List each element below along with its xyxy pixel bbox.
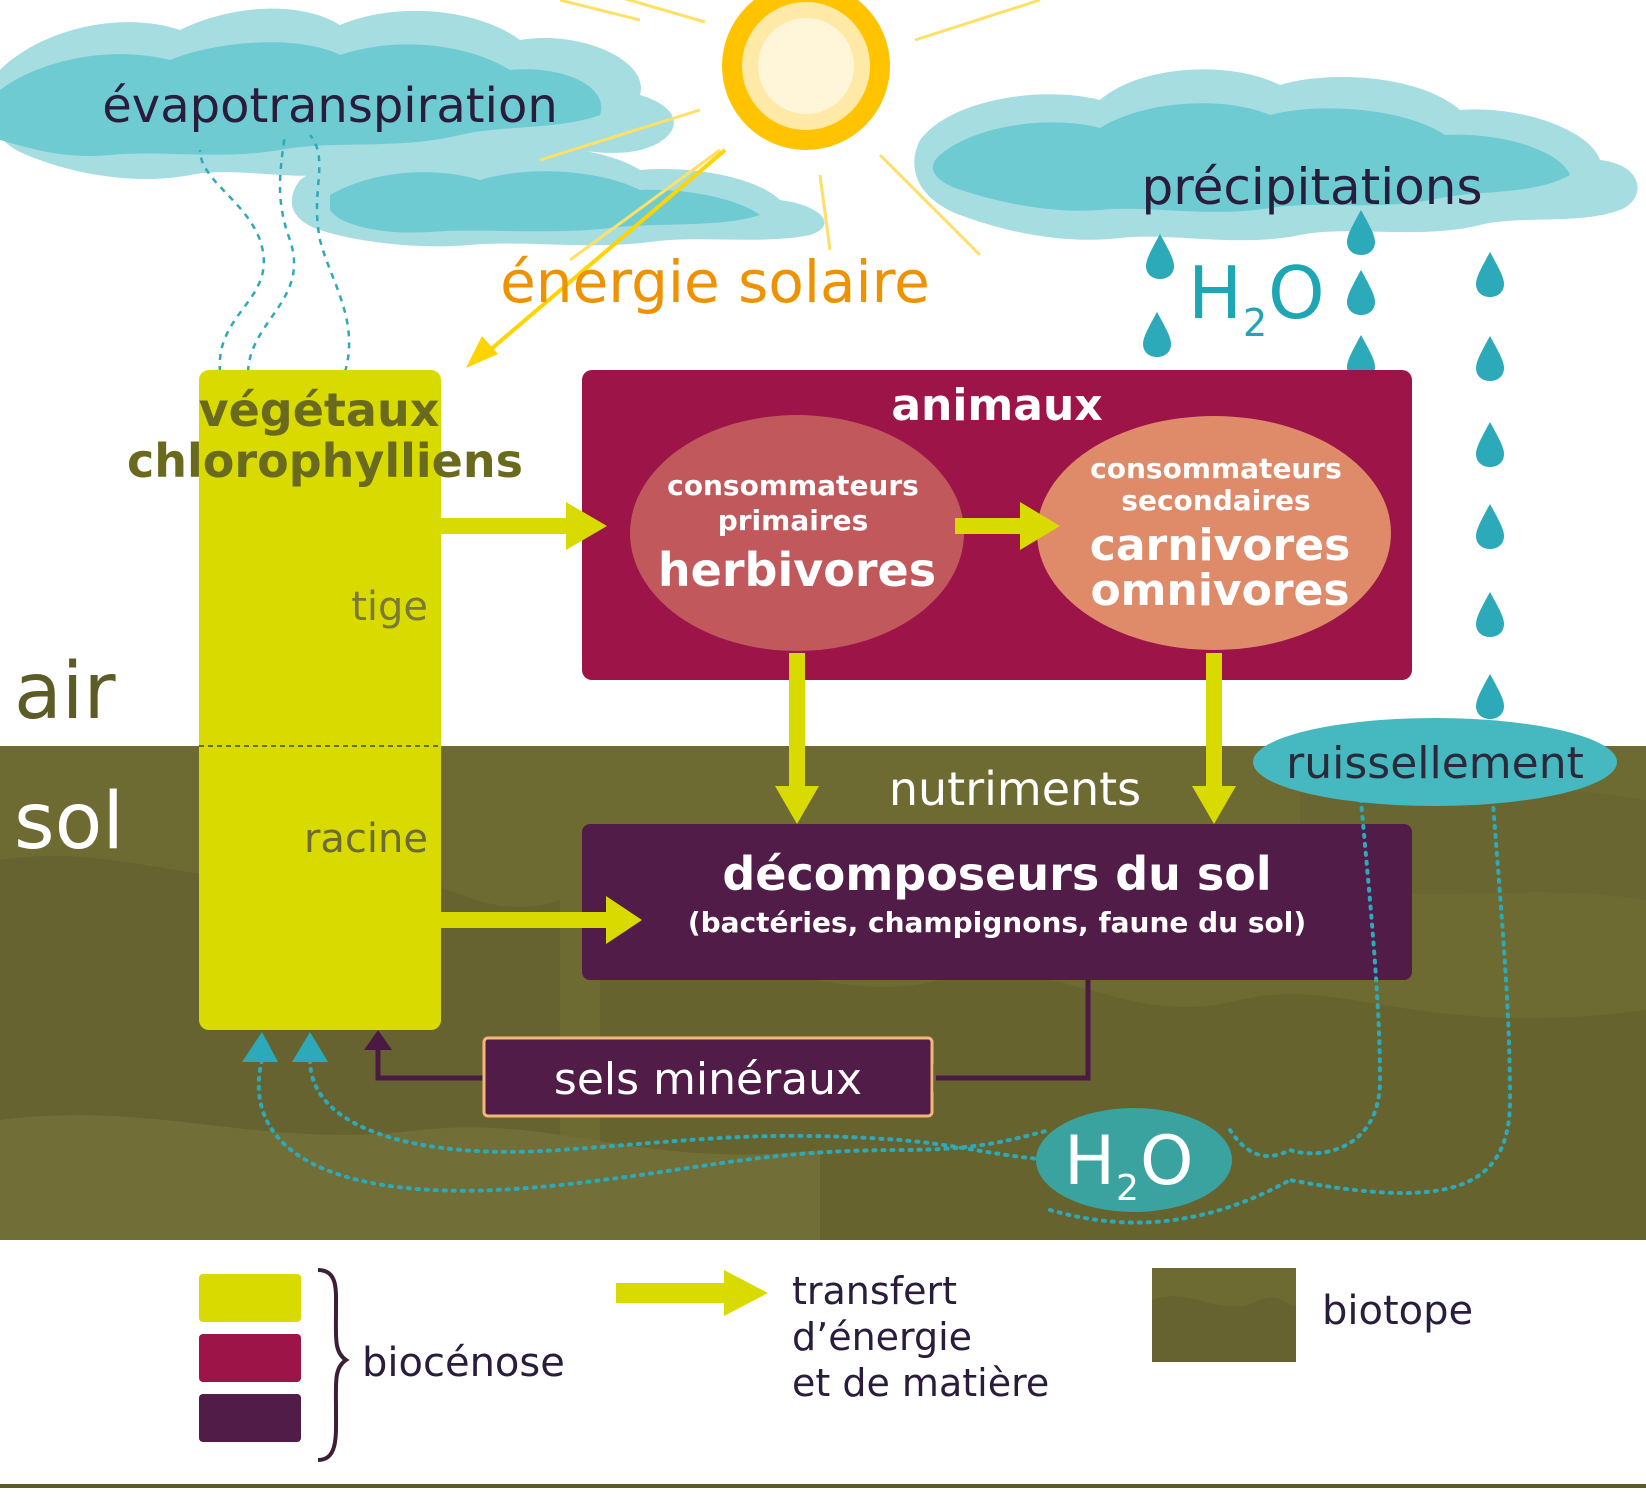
water-arrow-icon xyxy=(292,1032,328,1062)
transfer-arrows xyxy=(441,502,1236,944)
solar-energy-label: énergie solaire xyxy=(500,248,930,316)
svg-text:O: O xyxy=(1140,1122,1194,1201)
svg-text:2: 2 xyxy=(1243,301,1267,345)
arrow-plants-to-herbivores xyxy=(441,502,607,550)
secondary-consumers-line2: secondaires xyxy=(1121,484,1310,517)
herbivores-label: herbivores xyxy=(658,543,936,597)
air-label: air xyxy=(14,647,116,737)
mineral-salts-box xyxy=(482,1036,934,1118)
herbivores-ellipse xyxy=(630,415,964,651)
water-drop-icon xyxy=(1347,210,1375,255)
omnivores-label: omnivores xyxy=(1090,565,1349,616)
runoff-ellipse xyxy=(1253,718,1617,806)
arrow-carnivores-to-decomposers xyxy=(1192,653,1236,824)
water-drop-icon xyxy=(1476,674,1504,719)
primary-consumers-line1: consommateurs xyxy=(667,469,919,502)
soil-water-paths xyxy=(256,788,1513,1225)
legend-transfer-line3: et de matière xyxy=(792,1361,1049,1405)
runoff-label: ruissellement xyxy=(1286,738,1584,789)
rain-drops xyxy=(1143,210,1504,719)
water-drop-icon xyxy=(1146,234,1174,279)
root-label: racine xyxy=(304,816,428,862)
arrow-herbivores-to-decomposers xyxy=(775,653,819,824)
h2o-soil-label: H 2 O xyxy=(1064,1122,1194,1209)
secondary-consumers-line1: consommateurs xyxy=(1090,452,1342,485)
water-arrow-icon xyxy=(242,1032,278,1062)
svg-text:O: O xyxy=(1268,251,1325,335)
water-drop-icon xyxy=(1347,335,1375,380)
nutrients-label: nutriments xyxy=(889,762,1141,816)
solar-energy-arrow xyxy=(466,148,727,368)
legend-brace-icon xyxy=(317,1268,350,1462)
legend-biotope-label: biotope xyxy=(1322,1288,1473,1334)
arrow-herbivores-to-carnivores xyxy=(955,502,1060,550)
legend-arrow-body xyxy=(616,1283,730,1303)
decomposers-label: décomposeurs du sol xyxy=(722,847,1271,901)
svg-text:2: 2 xyxy=(1116,1168,1139,1209)
water-drop-icon xyxy=(1476,504,1504,549)
legend-swatch-animals xyxy=(199,1334,301,1382)
soil-label: sol xyxy=(14,777,124,867)
evapotranspiration-paths xyxy=(198,134,351,373)
legend-swatch-plants xyxy=(199,1274,301,1322)
water-drop-icon xyxy=(1347,270,1375,315)
soil-water-ellipse xyxy=(1036,1108,1232,1212)
plants-label-line1: végétaux xyxy=(199,383,440,437)
decomposers-box xyxy=(582,824,1412,980)
evapotranspiration-label: évapotranspiration xyxy=(102,78,557,134)
arrow-roots-to-decomposers xyxy=(441,896,642,944)
legend-arrow-icon xyxy=(724,1270,768,1316)
water-drop-icon xyxy=(1476,592,1504,637)
mineral-salts-label: sels minéraux xyxy=(554,1054,862,1105)
water-drop-icon xyxy=(1476,422,1504,467)
water-drop-icon xyxy=(1143,312,1171,357)
plants-label-line2: chlorophylliens xyxy=(127,434,523,488)
water-drop-icon xyxy=(1476,336,1504,381)
decomposers-detail: (bactéries, champignons, faune du sol) xyxy=(688,906,1306,939)
animals-label: animaux xyxy=(891,380,1102,431)
stem-label: tige xyxy=(351,584,428,630)
legend-transfer-line1: transfert xyxy=(792,1269,957,1313)
carnivores-label: carnivores xyxy=(1090,520,1351,571)
cloud-right xyxy=(914,69,1638,241)
legend: biocénose transfert d’énergie et de mati… xyxy=(199,1268,1473,1462)
svg-text:H: H xyxy=(1064,1122,1115,1201)
legend-biocenosis-label: biocénose xyxy=(362,1340,565,1386)
water-drop-icon xyxy=(1476,252,1504,297)
precipitations-label: précipitations xyxy=(1141,158,1482,216)
carnivores-ellipse xyxy=(1037,416,1391,650)
plant-column xyxy=(199,370,441,1030)
legend-swatch-decomposers xyxy=(199,1394,301,1442)
primary-consumers-line2: primaires xyxy=(718,504,869,537)
h2o-sky-label: H 2 O xyxy=(1188,251,1325,345)
legend-transfer-line2: d’énergie xyxy=(792,1315,972,1359)
svg-text:H: H xyxy=(1188,251,1242,335)
sun-icon xyxy=(539,0,1041,262)
